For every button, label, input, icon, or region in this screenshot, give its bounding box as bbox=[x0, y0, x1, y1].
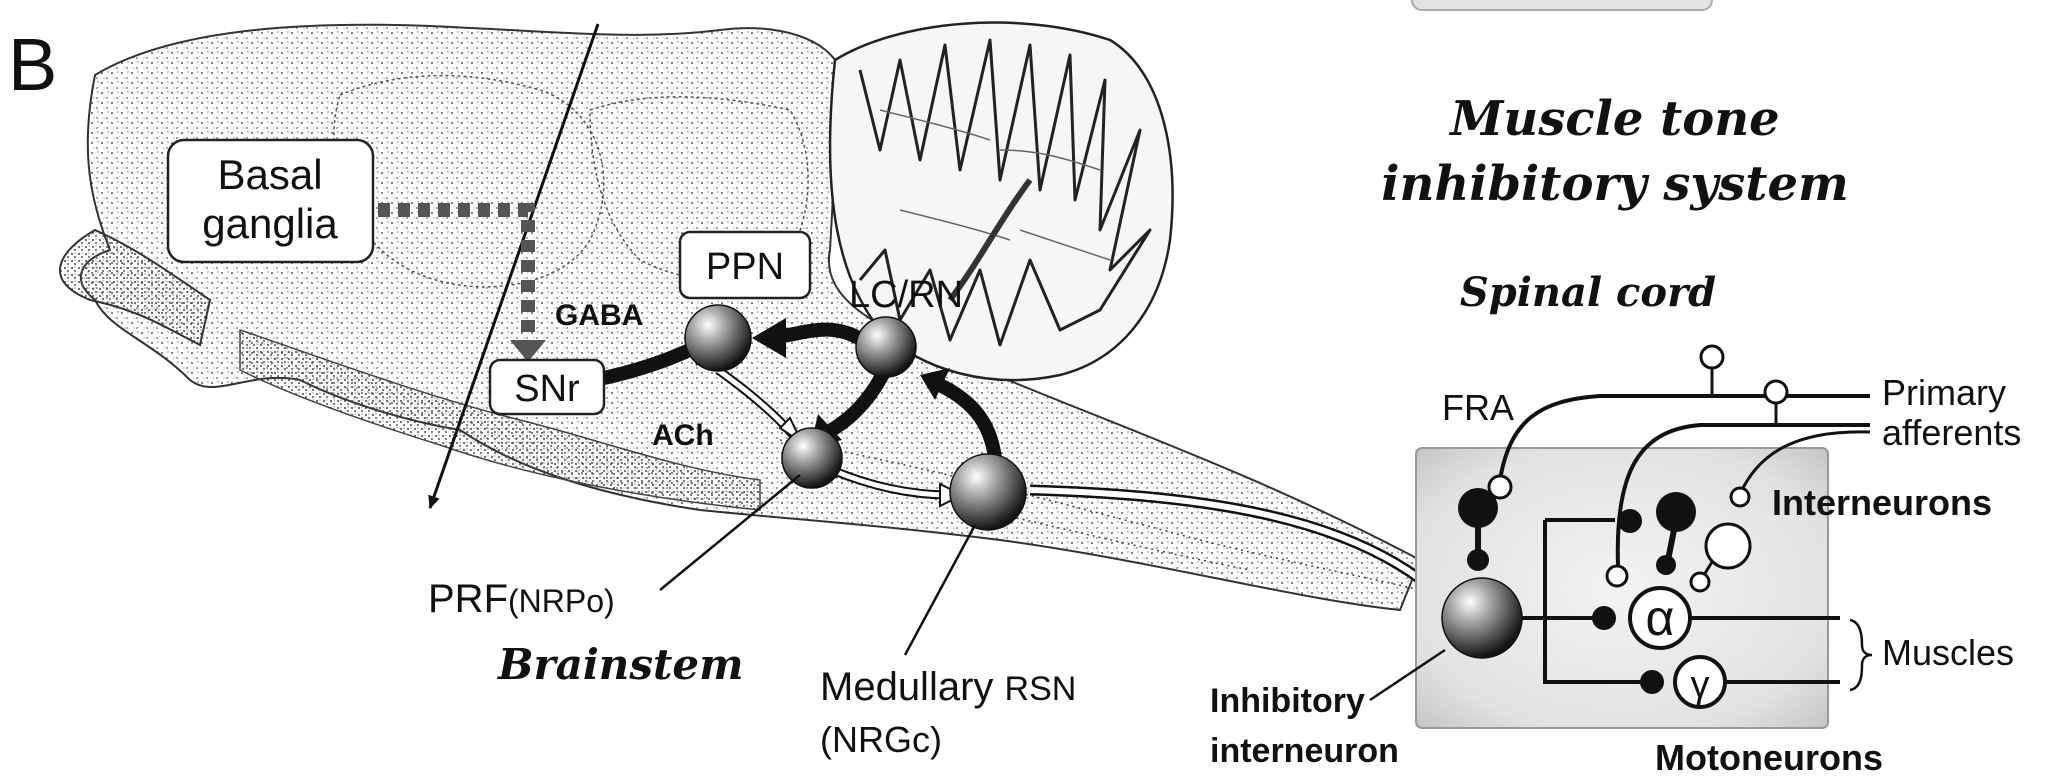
inhibitory-label-line2: interneuron bbox=[1210, 732, 1399, 770]
basal-ganglia-node: Basal ganglia bbox=[168, 140, 373, 262]
interneurons-label: Interneurons bbox=[1772, 482, 1992, 523]
snr-node: SNr bbox=[490, 360, 604, 414]
snr-label: SNr bbox=[514, 368, 580, 410]
motoneurons-label: Motoneurons bbox=[1655, 737, 1883, 777]
lc-rn-neuron bbox=[856, 317, 916, 377]
prf-neuron bbox=[782, 428, 842, 488]
basal-ganglia-label-line1: Basal bbox=[217, 151, 322, 198]
interneuron-white bbox=[1706, 524, 1750, 568]
afferent-terminal-top bbox=[1701, 346, 1723, 368]
fra-label: FRA bbox=[1442, 387, 1514, 428]
rsn-leader-line bbox=[905, 525, 975, 655]
ppn-neuron bbox=[685, 305, 751, 371]
interneuron-white-terminal bbox=[1691, 573, 1709, 591]
lc-rn-label: LC/RN bbox=[849, 274, 963, 316]
gamma-symbol: γ bbox=[1691, 664, 1710, 706]
inhibitory-label-line1: Inhibitory bbox=[1210, 682, 1365, 720]
afferent-terminal-right bbox=[1731, 488, 1749, 506]
inhibitory-synapse-top bbox=[1618, 509, 1642, 533]
interneuron-black-1-terminal bbox=[1467, 549, 1489, 571]
muscles-label: Muscles bbox=[1882, 632, 2014, 673]
primary-label-line2: afferents bbox=[1882, 412, 2021, 453]
spinal-title-line2: inhibitory system bbox=[1381, 156, 1849, 212]
inhibitory-interneuron bbox=[1442, 578, 1522, 658]
alpha-symbol: α bbox=[1646, 590, 1675, 646]
muscles-brace bbox=[1850, 620, 1872, 690]
prf-sub: (NRPo) bbox=[508, 583, 615, 619]
prf-label: PRF(NRPo) bbox=[428, 577, 615, 621]
spinal-cord-title: Spinal cord bbox=[1460, 269, 1716, 316]
previous-panel-box bbox=[1412, 0, 1712, 10]
panel-letter: B bbox=[8, 23, 57, 106]
afferent-terminal-mid bbox=[1765, 381, 1787, 403]
interneuron-black-2-terminal bbox=[1656, 555, 1676, 575]
medullary-rsn-neuron bbox=[950, 454, 1026, 530]
brainstem-title: Brainstem bbox=[497, 640, 744, 689]
ppn-node: PPN bbox=[680, 232, 810, 298]
brainstem-tissue-outline bbox=[81, 25, 1420, 610]
inhibitory-synapse-alpha bbox=[1592, 606, 1616, 630]
ach-label: ACh bbox=[652, 419, 714, 452]
medullary-rsn-label-line1: Medullary RSN bbox=[820, 665, 1076, 709]
medullary-rsn-label-line2: (NRGc) bbox=[820, 719, 942, 760]
inhibitory-synapse-gamma bbox=[1640, 670, 1664, 694]
ppn-label: PPN bbox=[706, 246, 784, 288]
spinal-title-line1: Muscle tone bbox=[1448, 91, 1779, 147]
primary-label-line1: Primary bbox=[1882, 372, 2006, 413]
afferent-terminal-bottom bbox=[1607, 566, 1627, 586]
prf-main: PRF bbox=[428, 577, 508, 621]
basal-ganglia-label-line2: ganglia bbox=[202, 200, 338, 247]
gaba-label: GABA bbox=[555, 299, 643, 332]
